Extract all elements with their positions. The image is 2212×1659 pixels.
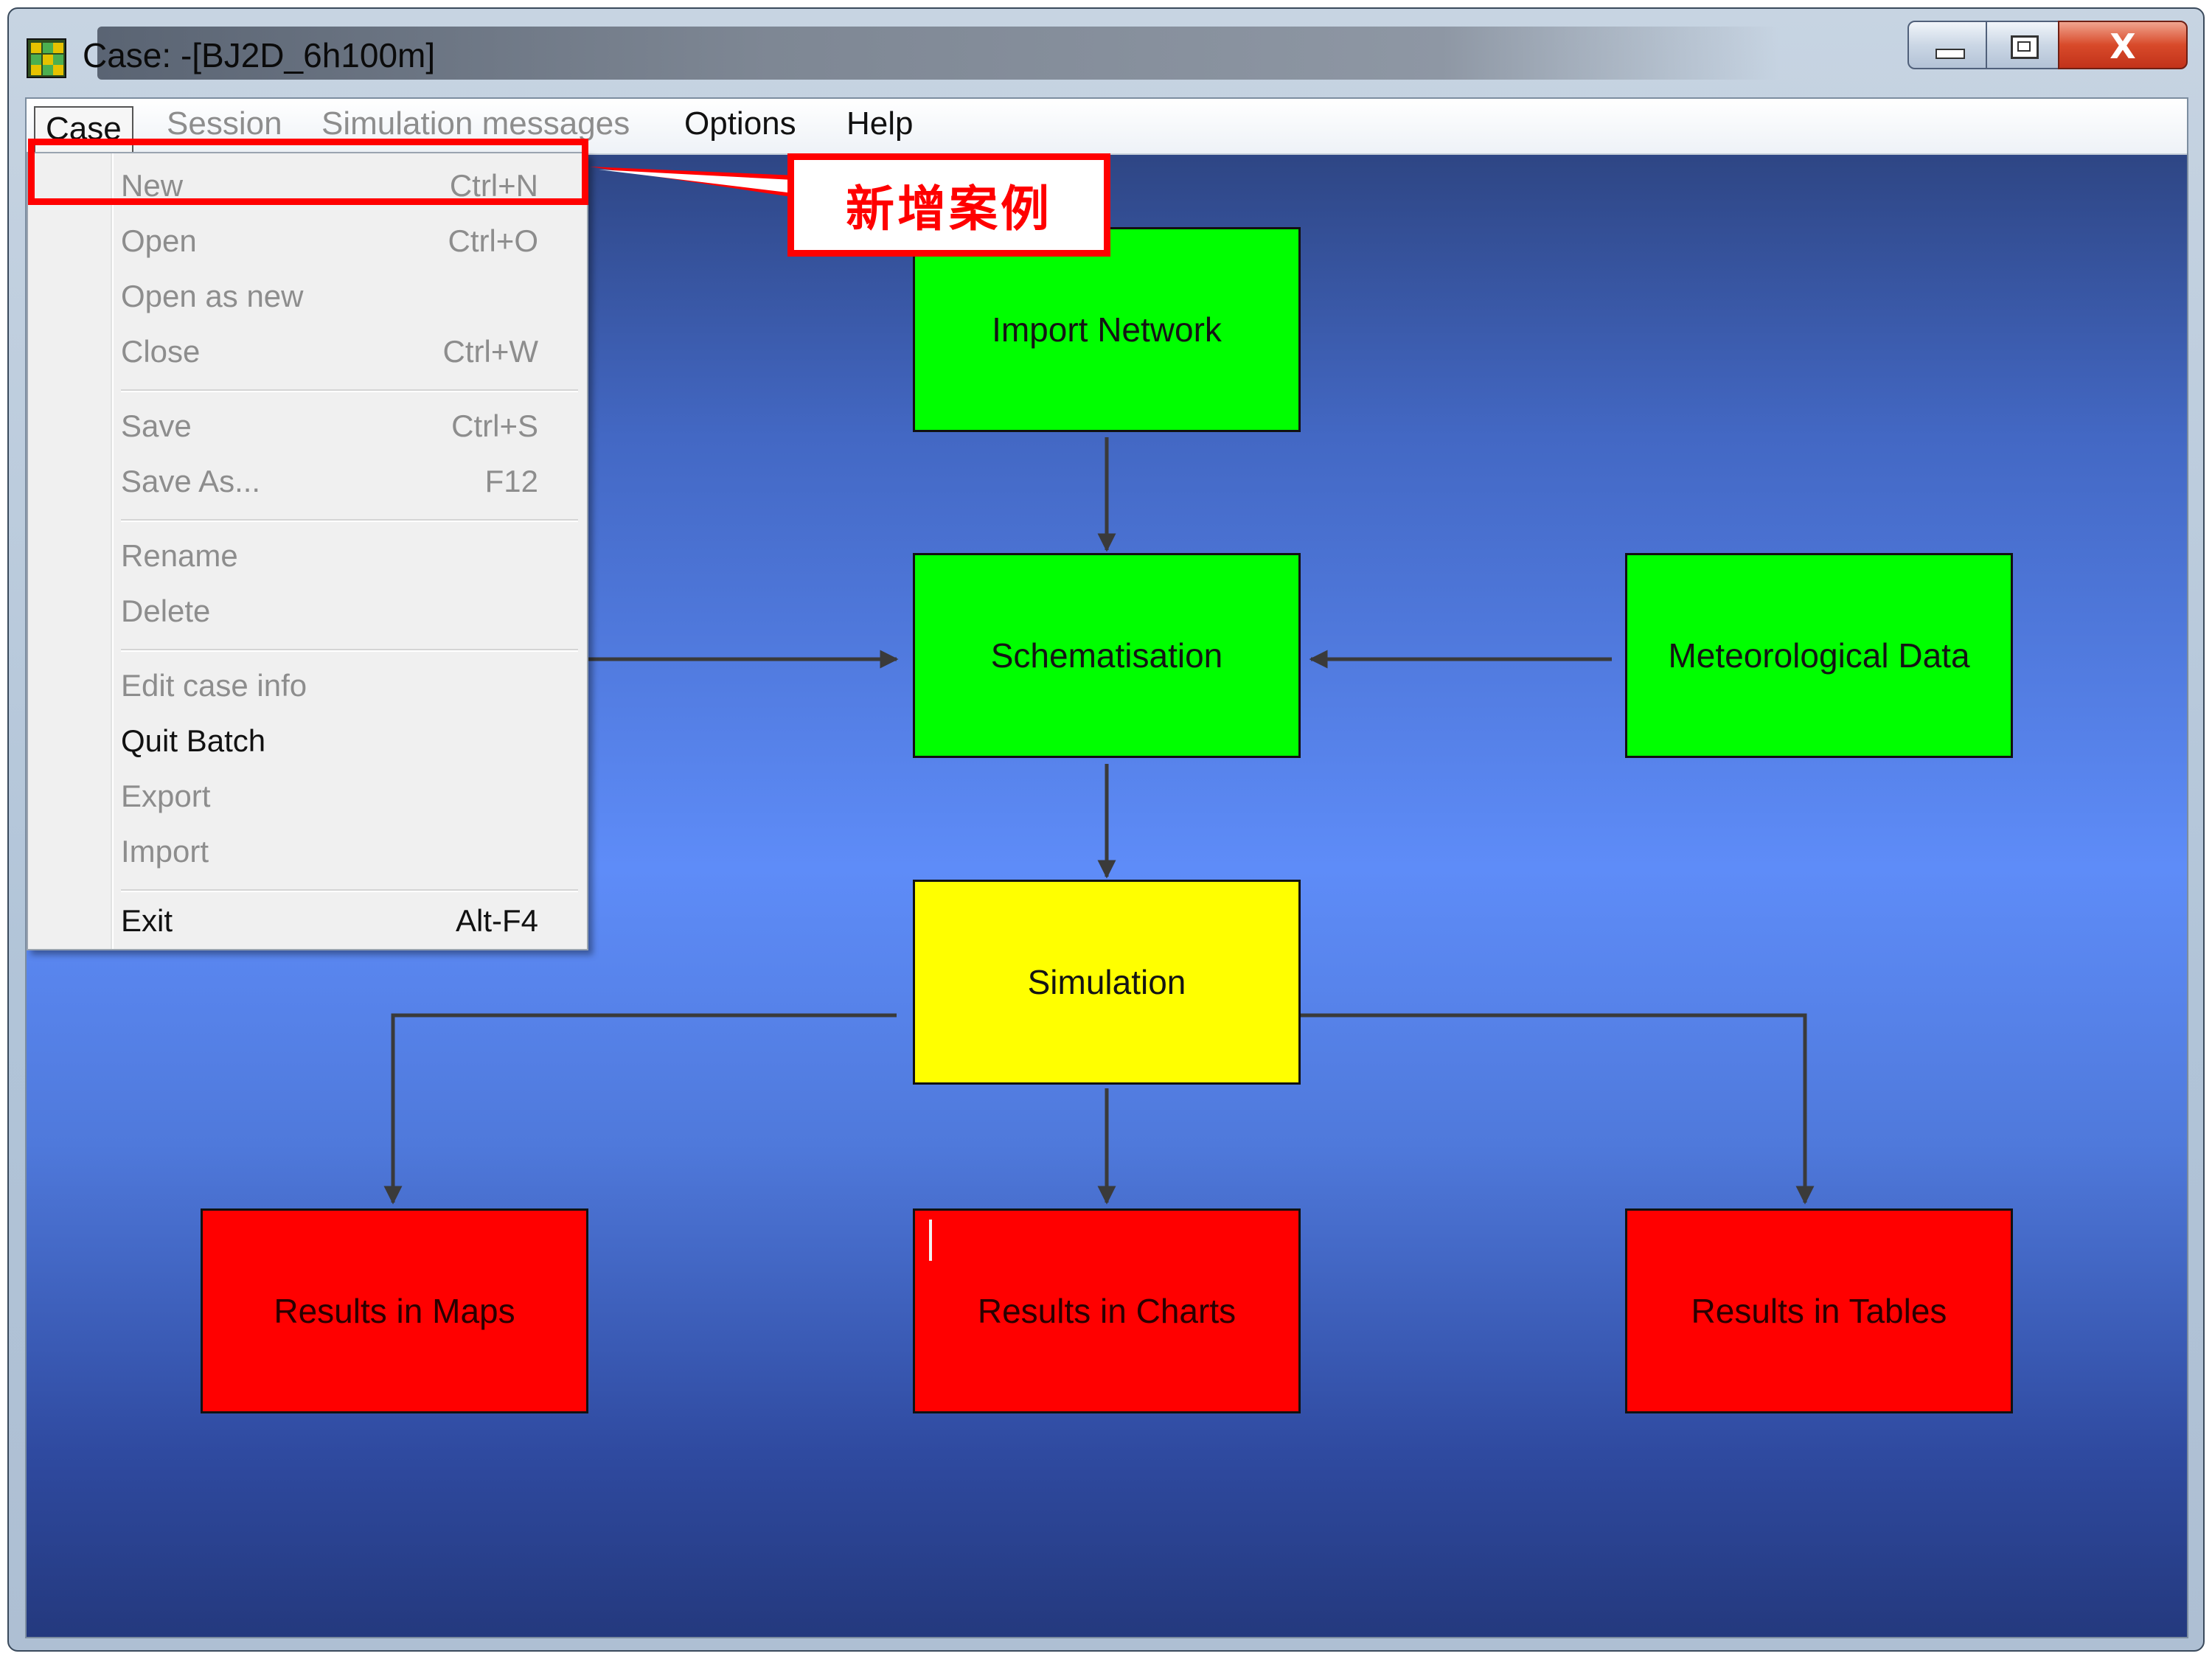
- workflow-diagram: Import Network Schematisation Meteorolog…: [27, 99, 2187, 1637]
- menu-item-save[interactable]: Save Ctrl+S: [28, 400, 587, 454]
- results-in-charts-task[interactable]: Results in Charts: [913, 1208, 1301, 1413]
- menu-bar: Case Session Simulation messages Options…: [27, 99, 2187, 155]
- menu-item-label: Close: [121, 334, 201, 369]
- app-icon[interactable]: [27, 38, 66, 78]
- menu-item-label: Export: [121, 779, 211, 813]
- text-cursor: [929, 1220, 932, 1261]
- menu-options[interactable]: Options: [684, 105, 796, 142]
- menu-item-quit-batch[interactable]: Quit Batch: [28, 714, 587, 769]
- menu-item-label: Save As...: [121, 464, 261, 498]
- menu-item-label: Import: [121, 834, 209, 869]
- menu-gutter: [111, 153, 114, 949]
- title-glass: [97, 27, 1778, 80]
- maximize-button[interactable]: [1986, 21, 2059, 69]
- menu-item-rename[interactable]: Rename: [28, 529, 587, 584]
- menu-item-shortcut: F12: [484, 464, 538, 498]
- menu-help[interactable]: Help: [846, 105, 914, 142]
- menu-item-shortcut: Alt-F4: [455, 903, 538, 938]
- import-network-label: Import Network: [992, 310, 1222, 349]
- title-bar[interactable]: Case: -[BJ2D_6h100m] X: [9, 9, 2203, 91]
- results-in-tables-task[interactable]: Results in Tables: [1625, 1208, 2013, 1413]
- menu-item-save-as[interactable]: Save As... F12: [28, 455, 587, 509]
- menu-separator: [121, 519, 578, 522]
- meteorological-data-label: Meteorological Data: [1668, 636, 1970, 675]
- meteorological-data-task[interactable]: Meteorological Data: [1625, 553, 2013, 758]
- menu-item-label: Save: [121, 408, 192, 443]
- menu-item-edit-case-info[interactable]: Edit case info: [28, 659, 587, 714]
- close-button[interactable]: X: [2058, 21, 2188, 69]
- close-icon: X: [2110, 27, 2136, 66]
- window-title: Case: -[BJ2D_6h100m]: [83, 36, 436, 74]
- menu-item-label: Quit Batch: [121, 723, 266, 758]
- menu-separator: [121, 889, 578, 892]
- connector-simulation-to-maps: [383, 1013, 897, 1205]
- minimize-button[interactable]: [1907, 21, 1987, 69]
- annotation-callout: 新增案例: [787, 153, 1110, 257]
- schematisation-label: Schematisation: [990, 636, 1223, 675]
- connector-simulation-to-tables: [1284, 1013, 1815, 1205]
- menu-session[interactable]: Session: [167, 105, 282, 142]
- menu-simulation-messages[interactable]: Simulation messages: [321, 105, 630, 142]
- menu-item-label: Open: [121, 223, 197, 258]
- menu-item-delete[interactable]: Delete: [28, 585, 587, 639]
- simulation-task[interactable]: Simulation: [913, 880, 1301, 1085]
- menu-item-shortcut: Ctrl+N: [449, 168, 538, 203]
- menu-item-shortcut: Ctrl+O: [448, 223, 538, 258]
- menu-separator: [121, 649, 578, 652]
- results-in-tables-label: Results in Tables: [1691, 1292, 1947, 1330]
- schematisation-task[interactable]: Schematisation: [913, 553, 1301, 758]
- results-in-charts-label: Results in Charts: [977, 1292, 1237, 1330]
- menu-item-label: New: [121, 168, 184, 203]
- application-window: Case: -[BJ2D_6h100m] X: [7, 7, 2205, 1652]
- menu-item-export[interactable]: Export: [28, 770, 587, 824]
- menu-item-exit[interactable]: Exit Alt-F4: [28, 894, 587, 949]
- simulation-label: Simulation: [1027, 963, 1186, 1001]
- menu-item-label: Delete: [121, 594, 211, 628]
- import-network-task[interactable]: Import Network: [913, 227, 1301, 432]
- menu-item-shortcut: Ctrl+S: [451, 408, 538, 443]
- client-area: Import Network Schematisation Meteorolog…: [25, 97, 2188, 1638]
- menu-item-close[interactable]: Close Ctrl+W: [28, 325, 587, 380]
- menu-item-label: Open as new: [121, 279, 304, 313]
- annotation-highlight-new: [28, 139, 588, 205]
- case-dropdown-menu: New Ctrl+N Open Ctrl+O Open as new Close…: [27, 152, 588, 950]
- menu-item-open[interactable]: Open Ctrl+O: [28, 215, 587, 269]
- results-in-maps-task[interactable]: Results in Maps: [201, 1208, 588, 1413]
- menu-item-label: Rename: [121, 538, 238, 573]
- menu-item-import[interactable]: Import: [28, 825, 587, 880]
- menu-item-label: Edit case info: [121, 668, 307, 703]
- menu-item-label: Exit: [121, 903, 173, 938]
- results-in-maps-label: Results in Maps: [274, 1292, 515, 1330]
- menu-item-new[interactable]: New Ctrl+N: [28, 159, 587, 214]
- maximize-icon: [2011, 35, 2039, 59]
- menu-item-shortcut: Ctrl+W: [442, 334, 539, 369]
- menu-item-open-as-new[interactable]: Open as new: [28, 270, 587, 324]
- minimize-icon: [1935, 49, 1965, 59]
- menu-separator: [121, 389, 578, 392]
